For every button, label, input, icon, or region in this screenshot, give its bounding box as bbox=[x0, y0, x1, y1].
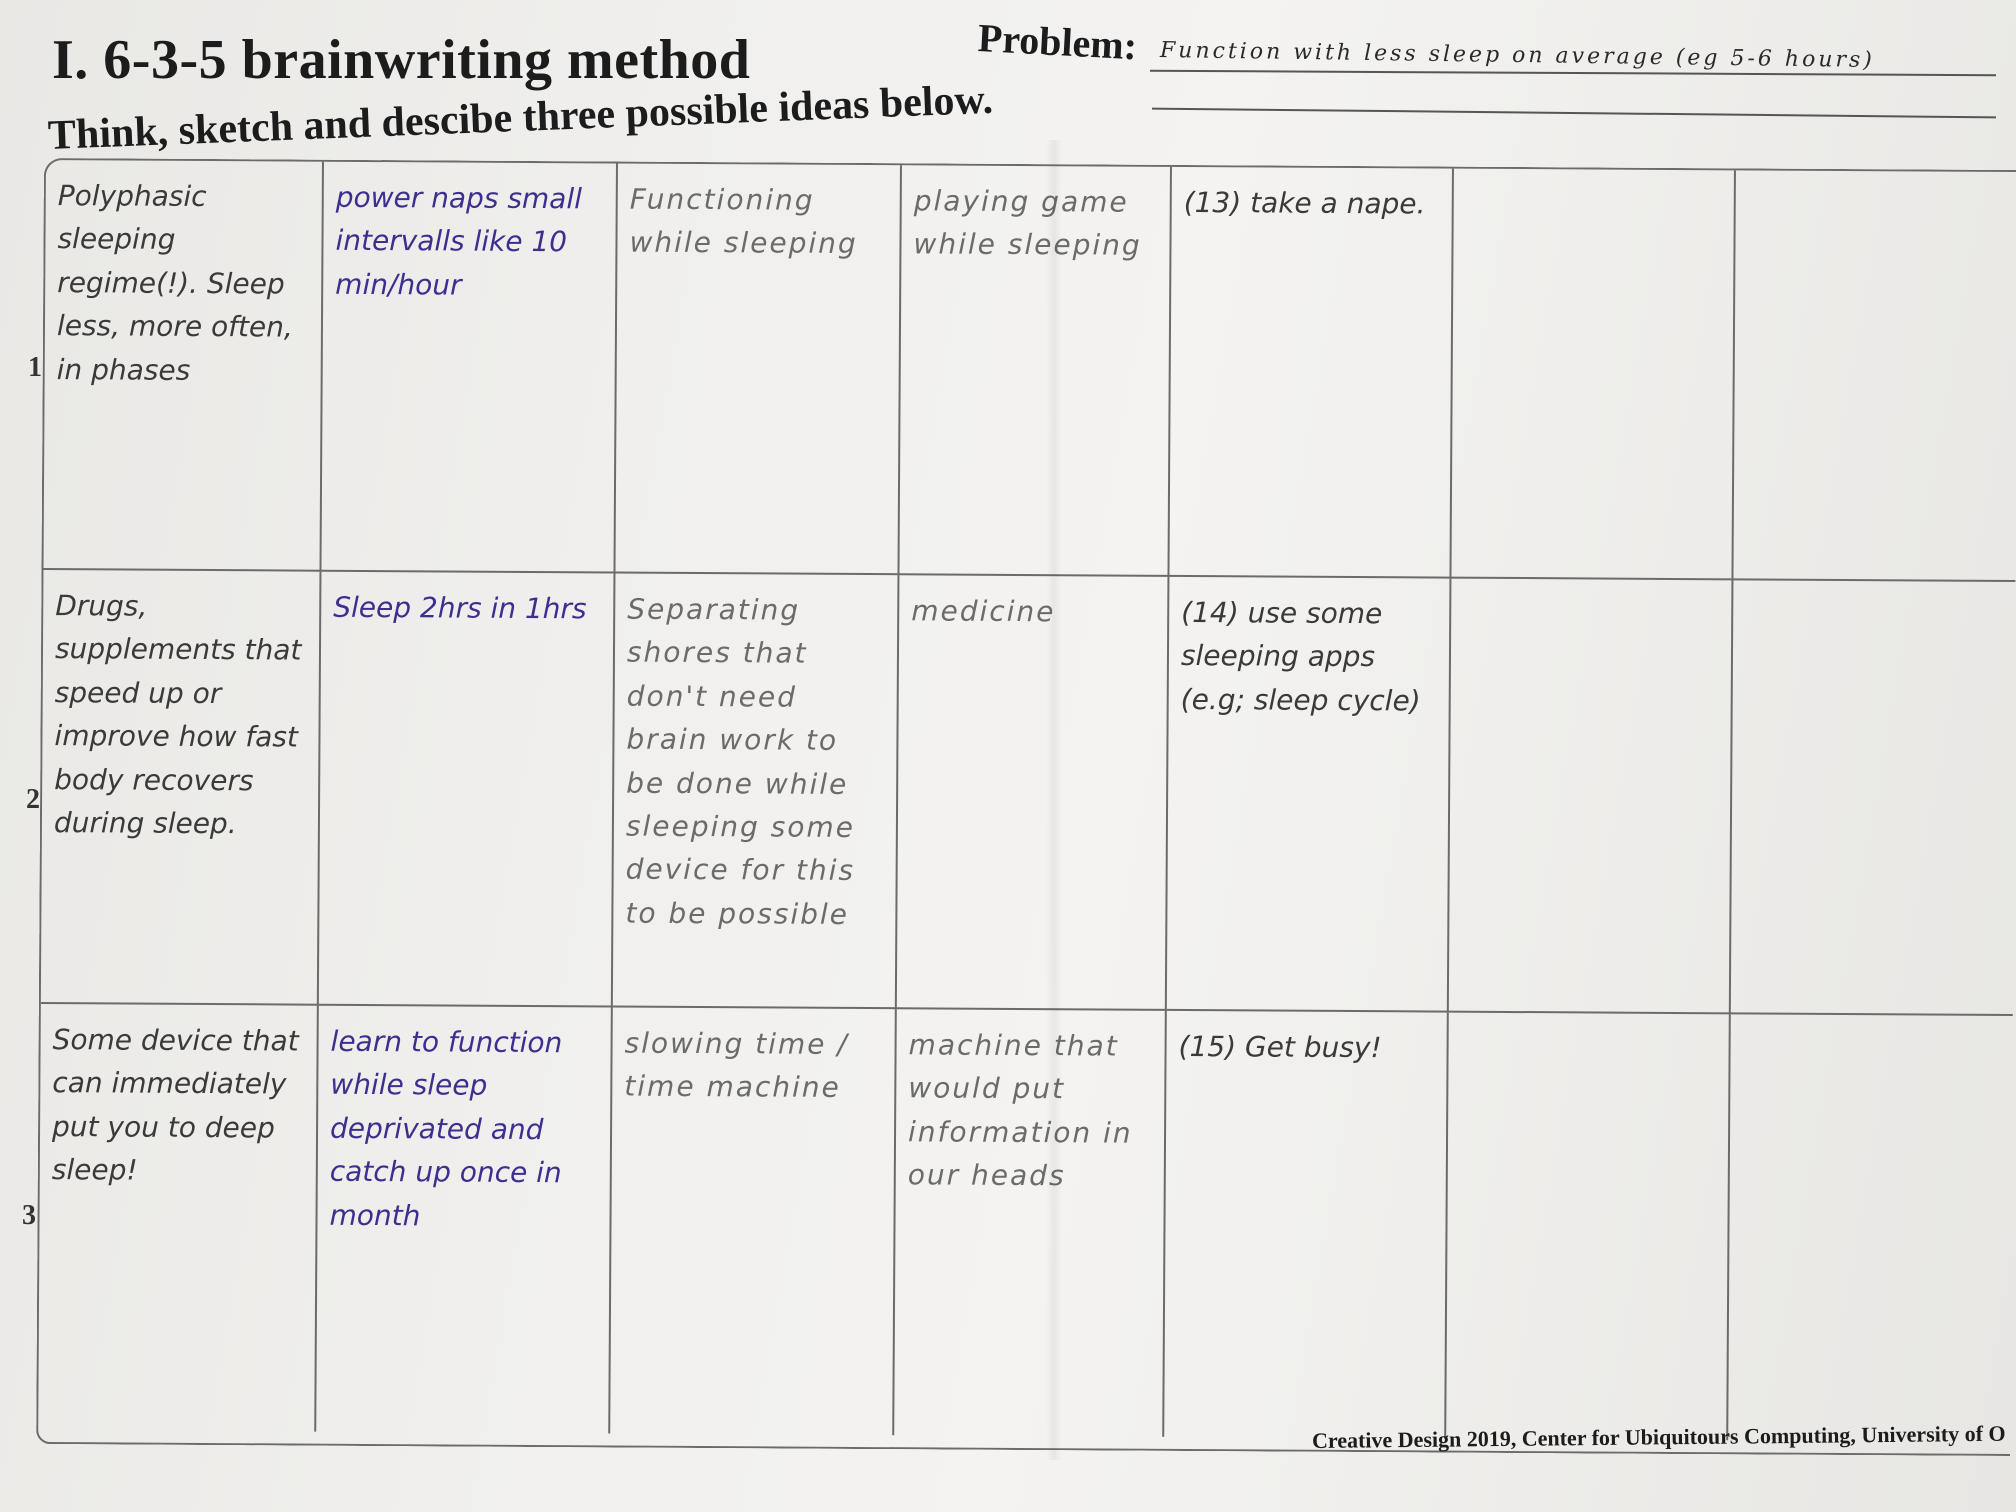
idea-cell-r3-c4: machine that would put information in ou… bbox=[893, 1008, 1166, 1437]
idea-cell-r1-c3: Functioning while sleeping bbox=[614, 163, 901, 575]
idea-cell-r1-c7 bbox=[1732, 170, 2016, 582]
idea-cell-r3-c3: slowing time / time machine bbox=[609, 1006, 896, 1436]
idea-row-3: Some device that can immediately put you… bbox=[38, 1002, 2013, 1443]
idea-cell-r1-c2: power naps small intervalls like 10 min/… bbox=[320, 161, 617, 573]
idea-cell-r2-c7 bbox=[1729, 579, 2016, 1016]
idea-cell-r1-c5: (13) take a nape. bbox=[1168, 166, 1453, 578]
idea-row-1: Polyphasic sleeping regime(!). Sleep les… bbox=[43, 160, 2016, 582]
row-number-2: 2 bbox=[26, 784, 40, 815]
idea-cell-r1-c6 bbox=[1450, 168, 1735, 580]
row-number-1: 1 bbox=[28, 352, 42, 383]
idea-cell-r2-c1: Drugs, supplements that speed up or impr… bbox=[40, 569, 321, 1005]
problem-statement: Function with less sleep on average (eg … bbox=[1159, 38, 1876, 73]
idea-cell-r1-c1: Polyphasic sleeping regime(!). Sleep les… bbox=[43, 160, 323, 571]
ideas-table: Polyphasic sleeping regime(!). Sleep les… bbox=[38, 160, 2016, 1443]
row-number-3: 3 bbox=[22, 1200, 36, 1231]
idea-cell-r3-c5: (15) Get busy! bbox=[1163, 1009, 1448, 1439]
ideas-grid: Polyphasic sleeping regime(!). Sleep les… bbox=[36, 158, 2016, 1457]
idea-cell-r1-c4: playing game while sleeping bbox=[898, 165, 1171, 576]
idea-cell-r2-c6 bbox=[1447, 577, 1733, 1014]
idea-cell-r3-c7 bbox=[1727, 1013, 2013, 1443]
idea-cell-r2-c5: (14) use some sleeping apps (e.g; sleep … bbox=[1165, 575, 1451, 1012]
idea-cell-r3-c1: Some device that can immediately put you… bbox=[38, 1002, 318, 1432]
page-title: I. 6-3-5 brainwriting method bbox=[52, 29, 751, 91]
problem-line-2 bbox=[1152, 107, 1996, 119]
paper-fold bbox=[1046, 140, 1062, 1460]
idea-cell-r3-c6 bbox=[1445, 1011, 1730, 1441]
idea-cell-r2-c3: Separating shores that don't need brain … bbox=[611, 572, 899, 1009]
idea-cell-r2-c4: medicine bbox=[895, 574, 1169, 1010]
idea-row-2: Drugs, supplements that speed up or impr… bbox=[40, 569, 2016, 1016]
problem-label: Problem: bbox=[976, 15, 1139, 69]
idea-cell-r2-c2: Sleep 2hrs in 1hrs bbox=[317, 570, 615, 1007]
idea-cell-r3-c2: learn to function while sleep deprivated… bbox=[315, 1004, 612, 1434]
